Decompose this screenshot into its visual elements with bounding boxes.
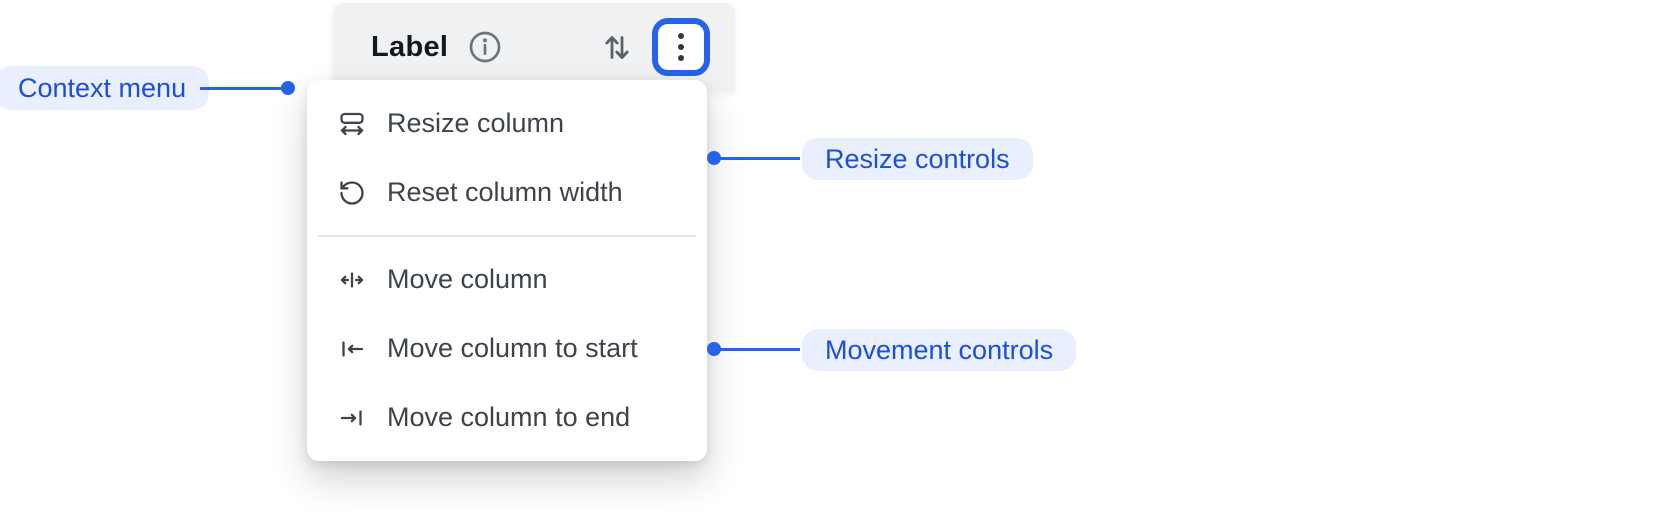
menu-item-label: Resize column bbox=[387, 108, 565, 138]
annotation-dot bbox=[281, 81, 295, 95]
reset-column-width-icon bbox=[338, 179, 366, 207]
resize-column-icon bbox=[338, 110, 366, 138]
menu-divider bbox=[318, 235, 696, 237]
annotation-dot bbox=[707, 151, 721, 165]
column-header-label: Label bbox=[371, 30, 449, 63]
info-icon[interactable] bbox=[468, 30, 502, 64]
annotation-dot bbox=[707, 342, 721, 356]
menu-item-label: Move column to start bbox=[387, 333, 638, 363]
context-menu: Resize column Reset column width bbox=[307, 80, 707, 461]
menu-item-move-column-to-start[interactable]: Move column to start bbox=[307, 314, 707, 383]
menu-item-move-column-to-end[interactable]: Move column to end bbox=[307, 383, 707, 452]
menu-item-move-column[interactable]: Move column bbox=[307, 245, 707, 314]
column-menu-button[interactable] bbox=[652, 18, 710, 76]
vertical-ellipsis-icon bbox=[678, 33, 684, 39]
menu-item-label: Reset column width bbox=[387, 177, 623, 207]
annotation-line bbox=[200, 87, 282, 90]
move-column-to-start-icon bbox=[338, 335, 366, 363]
move-column-to-end-icon bbox=[338, 404, 366, 432]
annotation-movement-controls: Movement controls bbox=[802, 329, 1077, 371]
annotation-line bbox=[714, 157, 800, 160]
annotation-line bbox=[714, 348, 800, 351]
move-column-icon bbox=[338, 266, 366, 294]
sort-arrows-icon[interactable] bbox=[603, 30, 631, 65]
annotation-context-menu: Context menu bbox=[0, 66, 210, 110]
annotation-resize-controls: Resize controls bbox=[802, 138, 1033, 180]
menu-item-resize-column[interactable]: Resize column bbox=[307, 89, 707, 158]
menu-item-label: Move column to end bbox=[387, 402, 631, 432]
menu-item-label: Move column bbox=[387, 264, 548, 294]
menu-item-reset-column-width[interactable]: Reset column width bbox=[307, 158, 707, 227]
table-column-header: Label bbox=[333, 3, 735, 91]
